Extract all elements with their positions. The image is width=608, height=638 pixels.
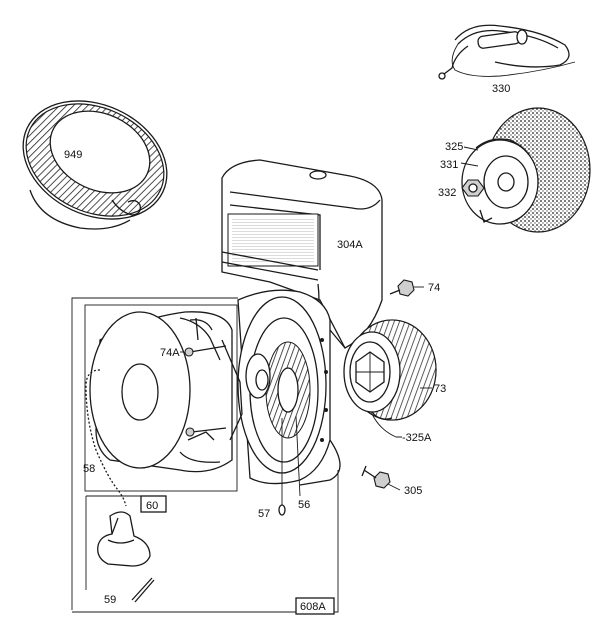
- part-325A: -325A: [371, 413, 432, 444]
- callout-332: 332: [438, 187, 456, 199]
- callout-608A: 608A: [300, 601, 326, 613]
- callout-73: 73: [434, 383, 446, 395]
- blower-housing-part: 304A: [221, 159, 383, 349]
- callout-57: 57: [258, 508, 270, 520]
- callout-325A: -325A: [402, 432, 432, 444]
- callout-59: 59: [104, 594, 116, 606]
- starter-box: [84, 304, 238, 492]
- pin-59-part: 59: [104, 577, 155, 606]
- callout-331: 331: [440, 159, 458, 171]
- rewind-starter-part: 74A: [89, 311, 271, 473]
- callout-56: 56: [298, 499, 310, 511]
- fan-housing-part: [237, 289, 346, 486]
- rotating-screen-part: 949: [22, 100, 168, 230]
- callout-325: 325: [445, 141, 463, 153]
- kit-box-608A: 608A: [71, 297, 339, 615]
- callout-60: 60: [146, 500, 158, 512]
- rope-58-part: 58: [83, 369, 127, 507]
- screw-74-part: 74: [389, 279, 440, 297]
- callout-74A: 74A: [160, 347, 180, 359]
- screen-pulley-assembly: 325 331 332: [438, 107, 591, 233]
- callout-58: 58: [83, 463, 95, 475]
- blower-wheel-73-part: 73: [343, 319, 446, 421]
- starter-handle-part: [97, 511, 151, 567]
- callout-74: 74: [428, 282, 440, 294]
- callout-949: 949: [64, 149, 82, 161]
- wire-assembly-part: 330: [438, 24, 576, 95]
- handle-box-60: 60: [85, 495, 167, 590]
- spring-parts: 57 56: [258, 415, 310, 520]
- screw-305-part: 305: [361, 465, 422, 497]
- callout-304A: 304A: [337, 239, 363, 251]
- callout-330: 330: [492, 83, 510, 95]
- callout-305: 305: [404, 485, 422, 497]
